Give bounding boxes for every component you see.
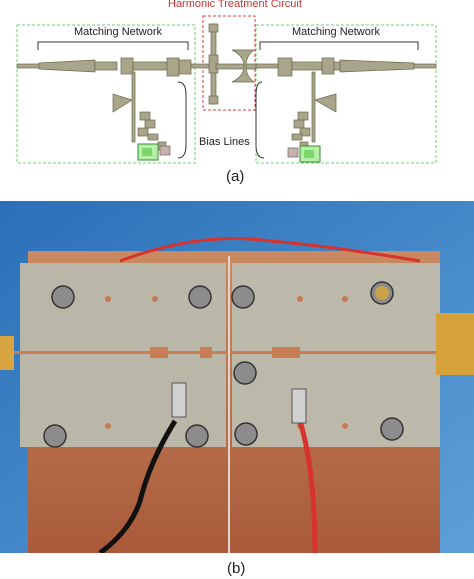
- bias-bracket-right: [255, 81, 265, 159]
- trace-pad-mid: [200, 347, 212, 358]
- right-connect: [255, 63, 279, 69]
- left-bias-comp-4: [147, 133, 159, 141]
- bracket-left-top: [37, 41, 189, 50]
- harmonic-treatment-box: [202, 15, 256, 111]
- right-bias-comp-1: [297, 111, 309, 121]
- trace-pad-right: [272, 347, 300, 358]
- right-bias-comp-4: [291, 133, 303, 141]
- harmonic-horizontal: [215, 63, 257, 70]
- sma-connector-left: [0, 336, 14, 370]
- harmonic-pad-bottom: [208, 95, 219, 105]
- via: [297, 296, 303, 302]
- screw-8: [234, 422, 258, 446]
- right-bias-comp-3: [299, 127, 311, 137]
- trace-pad-left: [150, 347, 168, 358]
- left-bias-comp-1: [139, 111, 151, 121]
- matching-network-right-box: [255, 24, 437, 164]
- left-bias-pad: [159, 145, 171, 156]
- screw-9: [380, 417, 404, 441]
- screw-6: [43, 424, 67, 448]
- via: [342, 296, 348, 302]
- left-taper: [38, 59, 96, 73]
- right-radial-stub: [314, 93, 337, 113]
- bias-bracket: [177, 81, 187, 159]
- left-line-segment: [94, 61, 118, 71]
- left-pad: [166, 57, 180, 77]
- left-bias-comp-3: [137, 127, 149, 137]
- caption-a: (a): [226, 168, 245, 185]
- via: [152, 296, 158, 302]
- via: [342, 423, 348, 429]
- bracket-right-top: [259, 41, 419, 50]
- right-line: [291, 61, 323, 71]
- right-stub: [321, 57, 335, 75]
- left-radial-stub: [112, 93, 133, 113]
- harmonic-treatment-title: Harmonic Treatment Circuit: [168, 0, 302, 10]
- screw-7: [185, 424, 209, 448]
- red-wire-top: [119, 237, 421, 263]
- matching-network-left-box: [16, 24, 196, 164]
- caption-b: (b): [227, 560, 246, 577]
- right-output-line: [413, 63, 437, 69]
- right-bias-line: [311, 71, 316, 143]
- harmonic-butterfly: [231, 49, 256, 83]
- screw-1: [51, 285, 75, 309]
- screw-4-brass: [375, 286, 389, 300]
- right-pad: [277, 57, 293, 77]
- left-line-2: [132, 61, 168, 71]
- via: [105, 296, 111, 302]
- sma-connector-right: [436, 313, 474, 375]
- screw-3: [231, 285, 255, 309]
- red-wire: [297, 420, 318, 553]
- layout-diagram: [16, 15, 437, 164]
- screw-5: [233, 361, 257, 385]
- bias-component-right: [291, 388, 307, 424]
- matching-network-left-label: Matching Network: [74, 26, 163, 38]
- left-input-line: [16, 63, 40, 69]
- bias-lines-label: Bias Lines: [199, 136, 250, 148]
- left-bias-capacitor-inner: [142, 148, 152, 156]
- right-bias-comp-2: [293, 119, 305, 129]
- black-wire: [98, 419, 178, 553]
- via: [105, 423, 111, 429]
- board-photo-drawing: [0, 201, 474, 553]
- left-bias-line: [131, 71, 136, 143]
- left-pad-2: [178, 59, 192, 75]
- left-bias-comp-2: [144, 119, 156, 129]
- left-stub: [120, 57, 134, 75]
- right-line-2: [333, 61, 341, 71]
- right-taper: [339, 59, 415, 73]
- matching-network-right-label: Matching Network: [292, 26, 381, 38]
- screw-2: [188, 285, 212, 309]
- board-photo: [0, 201, 474, 553]
- harmonic-pad-top: [208, 23, 219, 33]
- right-bias-capacitor-inner: [304, 150, 314, 158]
- right-bias-pad: [287, 147, 299, 158]
- bias-component-left: [171, 382, 187, 418]
- left-connect: [190, 63, 210, 69]
- substrate-right: [232, 263, 440, 447]
